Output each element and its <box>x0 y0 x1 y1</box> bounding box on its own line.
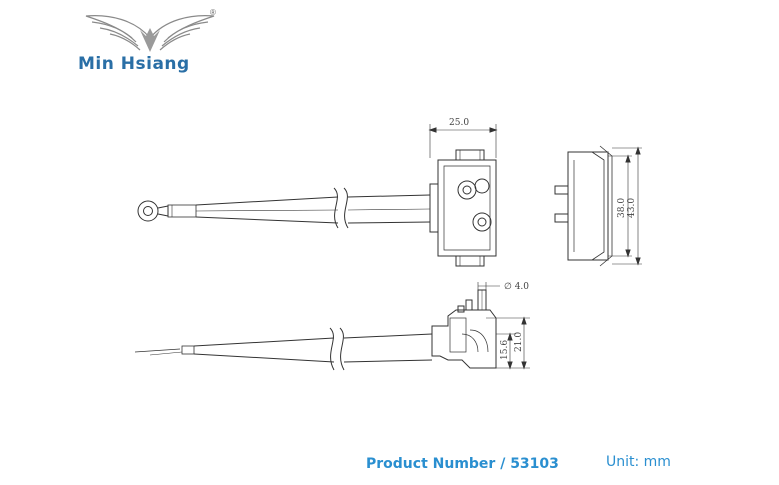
brand-logo: ® Min Hsiang <box>72 8 222 78</box>
unit-label: Unit: mm <box>606 454 671 470</box>
registered-mark: ® <box>210 8 216 17</box>
dimension-inner-height-label: 38.0 <box>617 198 627 218</box>
brand-name: Min Hsiang <box>78 54 190 74</box>
dimension-outer-height-label: 43.0 <box>627 198 637 218</box>
front-view <box>134 282 530 371</box>
top-view <box>137 124 498 267</box>
dimension-small-height-label: 15.6 <box>500 340 510 360</box>
dimension-width-label: 25.0 <box>449 118 469 128</box>
eagle-wings-icon <box>85 15 215 52</box>
dimension-total-height-label: 21.0 <box>514 332 524 352</box>
product-number: Product Number / 53103 <box>366 456 559 472</box>
side-view <box>554 145 642 267</box>
dimension-tube-diameter-label: ∅ 4.0 <box>504 282 529 292</box>
